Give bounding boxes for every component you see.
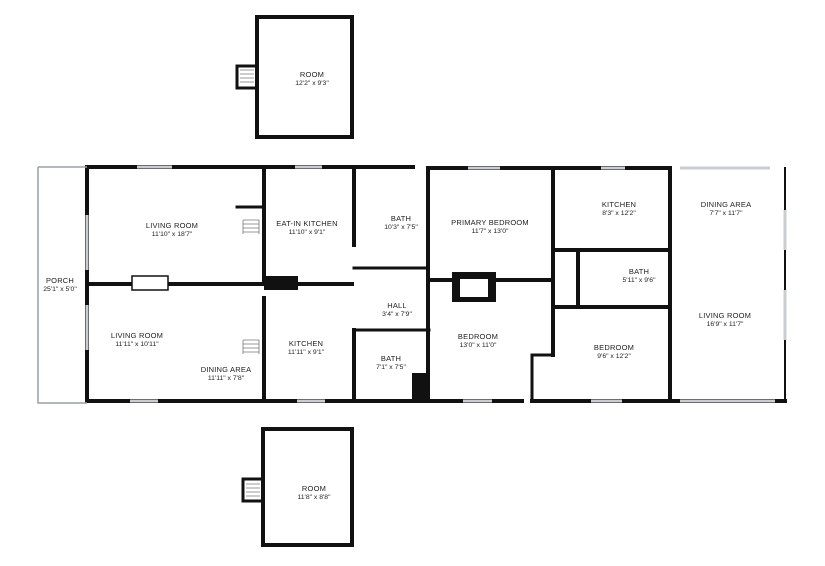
room-name: LIVING ROOM bbox=[698, 311, 752, 320]
stair-4 bbox=[246, 483, 260, 497]
bath-3-label: BATH 7'1" x 7'5" bbox=[376, 354, 406, 371]
living-room-2-label: LIVING ROOM 11'11" x 10'11" bbox=[110, 331, 164, 348]
walls bbox=[85, 15, 787, 547]
room-name: HALL bbox=[387, 301, 407, 310]
room-name: BEDROOM bbox=[457, 332, 499, 341]
wall-bedroom-jog bbox=[530, 353, 555, 403]
kitchen-2-label: KITCHEN 8'3" x 12'2" bbox=[601, 200, 637, 217]
fixture-closet bbox=[412, 373, 428, 401]
stair-2 bbox=[242, 339, 260, 354]
room-name: LIVING ROOM bbox=[145, 221, 199, 230]
room-dims: 7'1" x 7'5" bbox=[376, 363, 406, 371]
room-dims: 13'0" x 11'0" bbox=[459, 341, 497, 349]
room-name: BEDROOM bbox=[593, 343, 635, 352]
room-dims: 11'11" x 7'8" bbox=[207, 374, 245, 382]
room-name: ROOM bbox=[301, 484, 327, 493]
room-dims: 16'9" x 11'7" bbox=[706, 320, 744, 328]
room-top-label: ROOM 12'2" x 9'3" bbox=[295, 70, 329, 87]
hall-label: HALL 3'4" x 7'9" bbox=[382, 301, 412, 318]
room-name: BATH bbox=[390, 214, 412, 223]
fixtures bbox=[131, 69, 496, 497]
eat-in-kitchen-label: EAT-IN KITCHEN 11'10" x 9'1" bbox=[276, 219, 338, 236]
room-dims: 5'11" x 9'6" bbox=[622, 276, 656, 284]
room-name: ROOM bbox=[299, 70, 325, 79]
kitchen-1-label: KITCHEN 11'11" x 9'1" bbox=[287, 339, 325, 356]
room-dims: 7'7" x 11'7" bbox=[709, 209, 743, 217]
room-name: BATH bbox=[380, 354, 402, 363]
room-dims: 8'3" x 12'2" bbox=[602, 209, 636, 217]
room-dims: 11'8" x 8'8" bbox=[297, 493, 331, 501]
room-dims: 3'4" x 7'9" bbox=[382, 310, 412, 318]
room-dims: 11'7" x 13'0" bbox=[471, 227, 509, 235]
room-name: BATH bbox=[628, 267, 650, 276]
wall-room-top-stair bbox=[235, 64, 259, 90]
fixture-fireplace-1 bbox=[131, 275, 169, 291]
living-room-1-label: LIVING ROOM 11'10" x 18'7" bbox=[145, 221, 199, 238]
bath-1-label: BATH 10'3" x 7'5" bbox=[384, 214, 418, 231]
room-name: EAT-IN KITCHEN bbox=[276, 219, 338, 228]
bedroom-1-label: BEDROOM 13'0" x 11'0" bbox=[457, 332, 499, 349]
porch-outline bbox=[37, 166, 87, 404]
room-name: DINING AREA bbox=[700, 200, 752, 209]
fixture-counter bbox=[264, 276, 298, 290]
room-dims: 11'11" x 9'1" bbox=[287, 348, 325, 356]
dining-area-1-label: DINING AREA 11'11" x 7'8" bbox=[200, 365, 252, 382]
fixture-fireplace-2-inner bbox=[460, 279, 488, 297]
bedroom-2-label: BEDROOM 9'6" x 12'2" bbox=[593, 343, 635, 360]
room-name: KITCHEN bbox=[601, 200, 637, 209]
room-dims: 11'10" x 18'7" bbox=[151, 230, 193, 238]
room-name: DINING AREA bbox=[200, 365, 252, 374]
room-dims: 11'11" x 10'11" bbox=[115, 340, 159, 348]
living-room-3-label: LIVING ROOM 16'9" x 11'7" bbox=[698, 311, 752, 328]
dining-area-2-label: DINING AREA 7'7" x 11'7" bbox=[700, 200, 752, 217]
room-name: PRIMARY BEDROOM bbox=[451, 218, 529, 227]
room-bottom-label: ROOM 11'8" x 8'8" bbox=[297, 484, 331, 501]
room-name: LIVING ROOM bbox=[110, 331, 164, 340]
stair-3 bbox=[240, 69, 254, 83]
room-dims: 12'2" x 9'3" bbox=[295, 79, 329, 87]
room-dims: 10'3" x 7'5" bbox=[384, 223, 418, 231]
room-dims: 11'10" x 9'1" bbox=[288, 228, 326, 236]
wall-room-bottom-stair bbox=[241, 477, 265, 503]
bath-2-label: BATH 5'11" x 9'6" bbox=[622, 267, 656, 284]
stair-1 bbox=[242, 219, 260, 234]
room-dims: 9'6" x 12'2" bbox=[597, 352, 631, 360]
primary-bedroom-label: PRIMARY BEDROOM 11'7" x 13'0" bbox=[451, 218, 529, 235]
room-name: KITCHEN bbox=[288, 339, 324, 348]
porch-label: PORCH 25'1" x 5'0" bbox=[43, 276, 77, 293]
windows bbox=[85, 165, 787, 403]
room-dims: 25'1" x 5'0" bbox=[43, 285, 77, 293]
room-name: PORCH bbox=[45, 276, 75, 285]
